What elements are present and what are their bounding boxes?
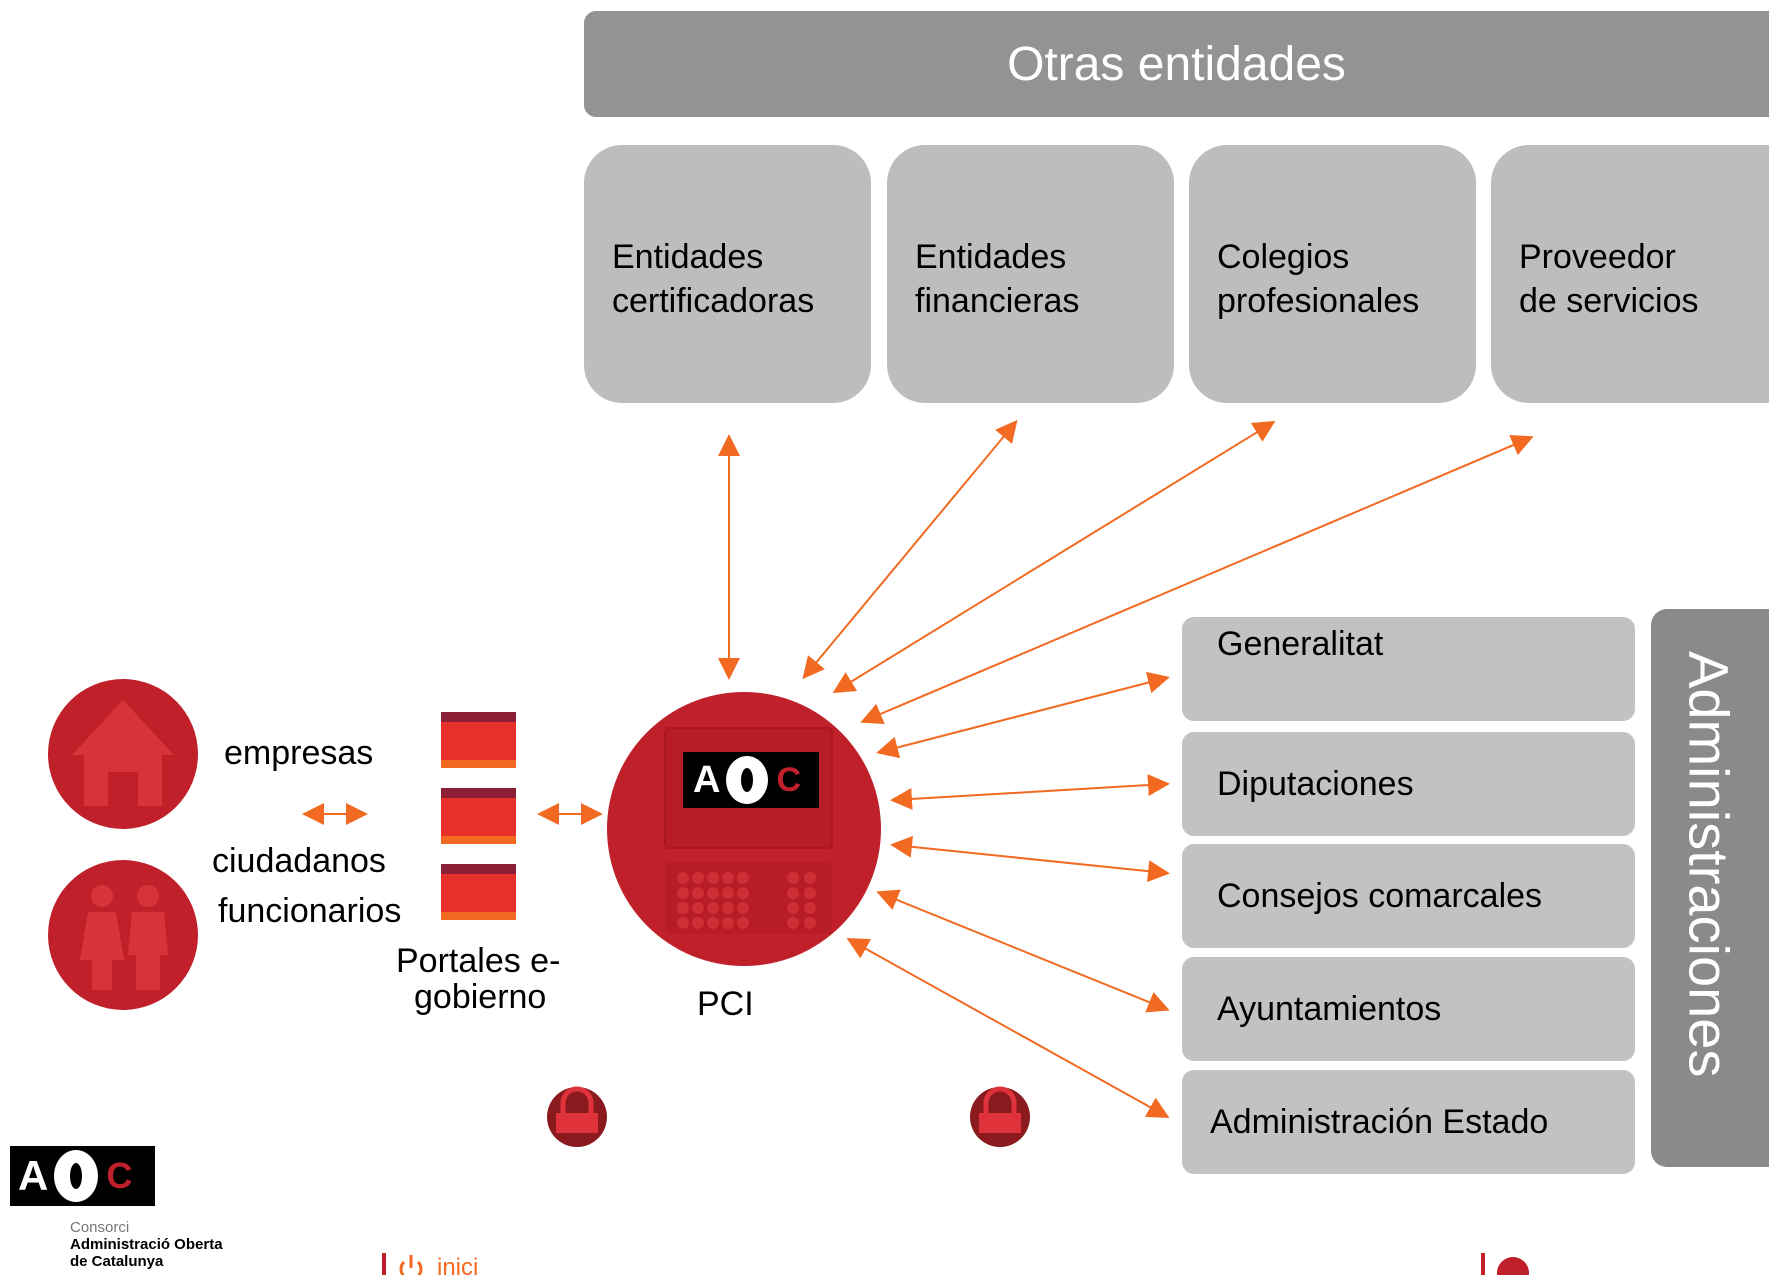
footer-separator-right: [1481, 1253, 1485, 1275]
admin-box-estado[interactable]: Administración Estado: [1182, 1070, 1635, 1174]
pci-aoc-logo: A C: [683, 752, 819, 808]
logo-letter-c: C: [106, 1155, 133, 1196]
entity-box-financieras[interactable]: Entidades financieras: [887, 145, 1174, 403]
logo-text-catalunya: de Catalunya: [70, 1253, 164, 1270]
house-icon: [48, 679, 198, 829]
arrow-financieras: [802, 419, 1018, 680]
arrow-colegios: [832, 420, 1276, 694]
arrow-estado: [846, 938, 1170, 1118]
pci-keypad: [677, 872, 816, 929]
aoc-logo[interactable]: A C: [10, 1146, 155, 1206]
admin-label: Ayuntamientos: [1217, 989, 1442, 1028]
admin-box-consejos[interactable]: Consejos comarcales: [1182, 844, 1635, 948]
logo-text-consorci: Consorci: [70, 1219, 130, 1236]
people-icon: [48, 860, 198, 1010]
arrow-diputaciones: [890, 774, 1170, 810]
portal-icon-3: [441, 864, 516, 920]
arrow-consejos: [890, 835, 1170, 883]
entity-label: Entidades: [915, 238, 1067, 276]
entity-label: Colegios: [1217, 238, 1350, 276]
entity-box-colegios[interactable]: Colegios profesionales: [1189, 145, 1476, 403]
entity-label: de servicios: [1519, 282, 1699, 320]
entity-label: Entidades: [612, 238, 764, 276]
admin-label: Diputaciones: [1217, 764, 1414, 803]
entity-label: profesionales: [1217, 282, 1420, 320]
logo-letter-a: A: [18, 1152, 49, 1199]
portales-label-line2: gobierno: [414, 978, 547, 1016]
logo-o-mark: [726, 756, 769, 804]
admin-box-diputaciones[interactable]: Diputaciones: [1182, 732, 1635, 836]
admin-label: Administración Estado: [1210, 1102, 1549, 1141]
logo-letter-c: C: [776, 760, 802, 799]
footer-next-icon: [1497, 1257, 1529, 1275]
logo-text-administracio: Administració Oberta: [70, 1236, 223, 1253]
logo-o-mark: [54, 1150, 99, 1202]
portal-icon-1: [441, 712, 516, 768]
ciudadanos-label: ciudadanos: [212, 842, 386, 880]
otras-entidades-title: Otras entidades: [1007, 37, 1346, 91]
entity-box-certificadoras[interactable]: Entidades certificadoras: [584, 145, 871, 403]
power-icon: [399, 1255, 423, 1275]
admin-box-ayuntamientos[interactable]: Ayuntamientos: [1182, 957, 1635, 1061]
arrow-proveedor: [860, 434, 1534, 725]
funcionarios-label: funcionarios: [218, 892, 402, 930]
lock-icon: [547, 1086, 607, 1147]
portales-label-line1: Portales e-: [396, 942, 561, 980]
otras-entidades-banner: Otras entidades: [584, 11, 1769, 117]
lock-icon: [970, 1086, 1030, 1147]
home-link[interactable]: inici: [437, 1254, 479, 1281]
footer-separator: [382, 1253, 386, 1275]
arrow-ayuntamientos: [876, 889, 1170, 1013]
admin-label: Consejos comarcales: [1217, 876, 1543, 915]
logo-letter-a: A: [693, 758, 721, 801]
entity-label: financieras: [915, 282, 1080, 320]
pci-label: PCI: [697, 985, 754, 1023]
entity-label: certificadoras: [612, 282, 815, 320]
arrow-generalitat: [876, 671, 1170, 759]
entity-label: Proveedor: [1519, 238, 1676, 276]
entity-box-proveedor[interactable]: Proveedor de servicios: [1491, 145, 1769, 403]
administraciones-sidebar: Administraciones: [1651, 609, 1769, 1167]
empresas-label: empresas: [224, 734, 374, 772]
portal-icon-2: [441, 788, 516, 844]
